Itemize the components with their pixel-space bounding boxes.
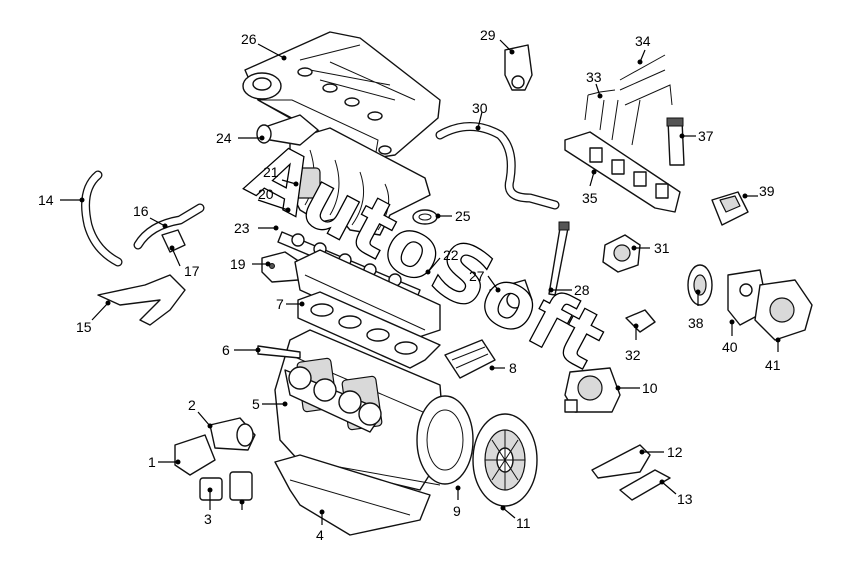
starter-motor [564,367,621,413]
callout-19: 20 [258,186,274,202]
clutch-disc [472,413,538,507]
vacuum-pipe [133,203,205,250]
callout-14: 14 [38,192,54,208]
bracket [711,191,749,226]
callout-26: 27 [469,268,485,284]
callout-31: 32 [625,347,641,363]
valve-cover [242,31,441,159]
callout-25: 26 [241,31,257,47]
callout-2: 2 [188,397,196,413]
callout-33: 34 [635,33,651,49]
egr-cooler [444,339,496,379]
intake-manifold [289,127,431,236]
callout-32: 33 [586,69,602,85]
fuel-rail [564,131,681,213]
thermostat-housing [209,417,256,451]
breather-hose [81,170,123,267]
callout-17: 17 [184,263,200,279]
engine-mount-bracket [591,444,651,479]
callout-22: 23 [234,220,250,236]
sensor-bracket [261,251,301,283]
callout-15: 15 [76,319,92,335]
dipstick [548,221,570,296]
intake-pipe [256,114,319,146]
temperature-sensors [199,471,253,501]
callout-8: 8 [509,360,517,376]
callout-6: 6 [222,342,230,358]
callout-37: 38 [688,315,704,331]
callout-21: 22 [443,247,459,263]
callout-7: 7 [276,296,284,312]
callout-28: 29 [480,27,496,43]
callout-20: 21 [263,164,279,180]
callout-34: 35 [582,190,598,206]
callout-29: 30 [472,100,488,116]
cylinder-head [294,249,441,341]
injector [666,117,685,166]
callout-24: 25 [455,208,471,224]
callout-38: 39 [759,183,775,199]
callout-30: 31 [654,240,670,256]
solenoid [625,309,656,333]
callout-5: 5 [252,396,260,412]
injector-lines [584,54,673,146]
intake-oil-pump [174,434,216,476]
callout-10: 10 [642,380,658,396]
cylinder-head-gasket [297,291,441,369]
callout-4: 4 [316,527,324,543]
oil-valve [602,234,641,273]
coolant-pipe [97,274,186,326]
callout-11: 11 [516,515,531,531]
callout-13: 13 [677,491,693,507]
callouts: 1 2 3 4 5 6 7 8 9 10 11 12 13 [38,27,781,543]
callout-27: 28 [574,282,590,298]
vacuum-valve [161,229,186,253]
egr-valve [504,44,533,91]
callout-1: 1 [148,454,156,470]
oil-pan [274,454,431,536]
callout-40: 41 [765,357,781,373]
high-pressure-pump [754,279,813,341]
callout-18: 19 [230,256,246,272]
air-hose [435,122,560,210]
callout-12: 12 [667,444,683,460]
callout-35: 37 [698,128,714,144]
torque-rod [619,469,671,501]
callout-16: 16 [133,203,149,219]
flywheel-plate [416,395,474,485]
callout-23: 24 [216,130,232,146]
pulley [687,264,713,306]
callout-3: 3 [204,511,212,527]
callout-9: 9 [453,503,461,519]
callout-39: 40 [722,339,738,355]
